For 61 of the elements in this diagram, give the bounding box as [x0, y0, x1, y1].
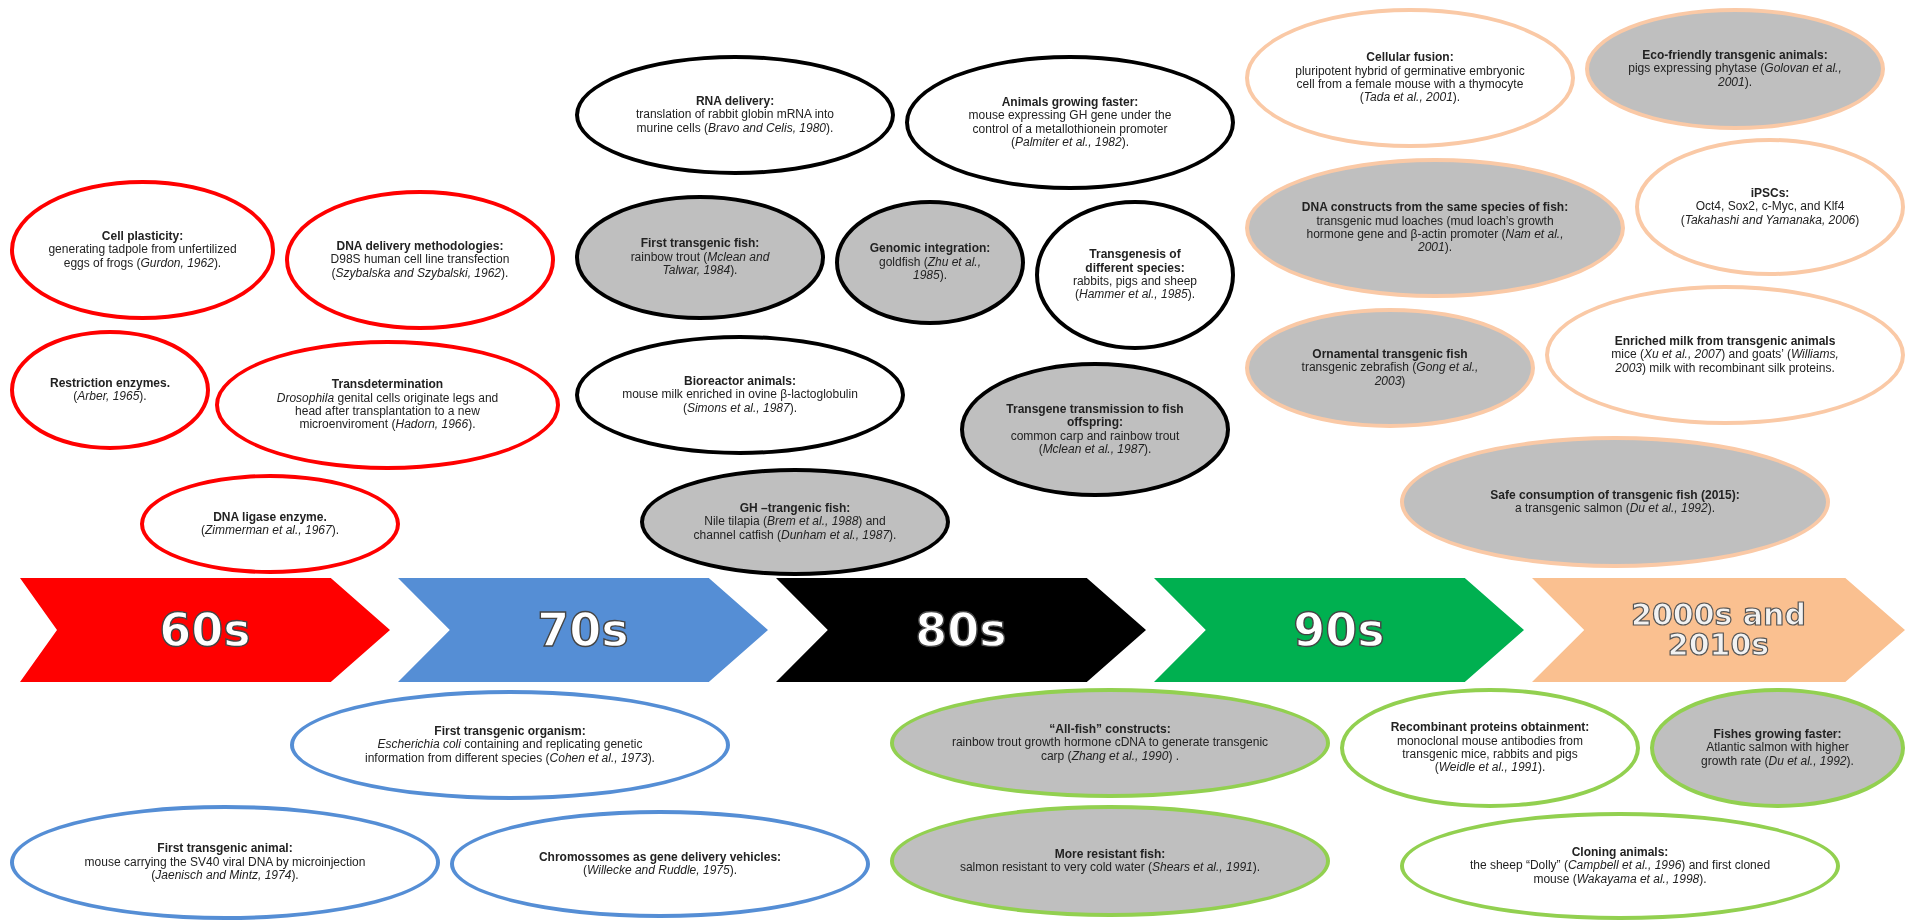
era-label: 2000s and 2010s [1630, 600, 1807, 660]
event-heading: Transgene transmission to fish offspring: [1005, 402, 1185, 430]
event-description: Atlantic salmon with higher growth rate (Du et al., 1992). [1700, 741, 1855, 769]
event-description: rabbits, pigs and sheep (Hammer et al., 1985). [1071, 275, 1199, 302]
event-heading: Safe consumption of transgenic fish (2015): [1490, 488, 1740, 502]
event-description: pluripotent hybrid of germinative embryonic cell from a female mouse with a thymocyte (Tada et al., 2001). [1294, 64, 1526, 105]
event-description: transgenic mud loaches (mud loach’s growth hormone gene and β-actin promoter (Nam et al., 2001). [1305, 214, 1565, 255]
event-heading: Cellular fusion: [1366, 51, 1454, 65]
event-description: goldfish (Zhu et al., 1985). [877, 255, 982, 283]
event-description: Oct4, Sox2, c-Myc, and Klf4 (Takahashi and Yamanaka, 2006) [1679, 200, 1861, 228]
event-heading: Restriction enzymes. [49, 376, 170, 390]
event-description: mouse milk enriched in ovine β-lactoglobulin (Simons et al., 1987). [622, 388, 858, 416]
event-heading: Ornamental transgenic fish [1312, 347, 1468, 362]
event-heading: Recombinant proteins obtainment: [1390, 721, 1590, 735]
event-heading: First transgenic organism: [434, 724, 586, 739]
event-description: Nile tilapia (Brem et al., 1988) and channel catfish (Dunham et al., 1987). [692, 515, 898, 543]
era-label: 70s [537, 607, 629, 653]
event-description: the sheep “Dolly” (Campbell et al., 1996) and first cloned mouse (Wakayama et al., 1998). [1468, 859, 1772, 887]
event-description: rainbow trout (Mclean and Talwar, 1984). [629, 250, 771, 278]
era-label: 80s [915, 607, 1007, 653]
event-description: (Willecke and Ruddle, 1975). [583, 864, 737, 878]
event-description: a transgenic salmon (Du et al., 1992). [1514, 502, 1716, 516]
event-heading: DNA constructs from the same species of fish: [1301, 201, 1569, 215]
event-description: (Arber, 1965). [73, 390, 147, 404]
event-description: D98S human cell line transfection (Szybalska and Szybalski, 1962). [329, 253, 511, 281]
event-description: Drosophila genital cells originate legs and head after transplantation to a new microenviroment (Hadorn, 1966). [275, 391, 500, 432]
event-heading: Enriched milk from transgenic animals [1614, 334, 1836, 349]
event-heading: Transdetermination [331, 378, 444, 392]
event-heading: Transgenesis of different species: [1084, 248, 1186, 275]
event-heading: RNA delivery: [695, 94, 775, 109]
event-heading: DNA ligase enzyme. [213, 510, 327, 524]
event-heading: More resistant fish: [1054, 847, 1166, 861]
event-description: common carp and rainbow trout (Mclean et al., 1987). [1009, 429, 1181, 457]
event-description: pigs expressing phytase (Golovan et al., 2001). [1628, 62, 1842, 90]
event-description: mouse carrying the SV40 viral DNA by microinjection (Jaenisch and Mintz, 1974). [83, 855, 367, 883]
event-heading: Cell plasticity: [101, 229, 184, 244]
era-label: 90s [1293, 607, 1385, 653]
event-heading: DNA delivery methodologies: [336, 239, 504, 254]
event-heading: GH –trangenic fish: [739, 501, 851, 516]
era-label: 60s [159, 607, 251, 653]
event-heading: Animals growing faster: [1001, 95, 1139, 110]
event-description: mouse expressing GH gene under the control of a metallothionein promoter (Palmiter et al., 1982). [967, 109, 1173, 150]
event-heading: Genomic integration: [869, 242, 991, 256]
event-description: monoclonal mouse antibodies from transgenic mice, rabbits and pigs (Weidle et al., 1991). [1395, 734, 1585, 775]
event-heading: First transgenic animal: [157, 842, 293, 856]
event-description: mice (Xu et al., 2007) and goats’ (Williams, 2003) milk with recombinant silk proteins. [1610, 348, 1840, 376]
event-description: transgenic zebrafish (Gong et al., 2003) [1300, 361, 1480, 389]
event-heading: iPSCs: [1750, 186, 1790, 201]
event-description: generating tadpole from unfertilized eggs of frogs (Gurdon, 1962). [48, 243, 237, 271]
event-description: Escherichia coli containing and replicating genetic information from different species (Cohen et al., 1973). [364, 738, 656, 766]
event-description: rainbow trout growth hormone cDNA to generate transgenic carp (Zhang et al., 1990) . [951, 736, 1269, 764]
event-heading: Bioreactor animals: [683, 374, 796, 389]
event-description: salmon resistant to very cold water (Shears et al., 1991). [959, 861, 1261, 875]
event-heading: First transgenic fish: [640, 237, 760, 251]
event-heading: Fishes growing faster: [1713, 727, 1842, 742]
event-heading: Cloning animals: [1571, 845, 1669, 860]
event-description: translation of rabbit globin mRNA into murine cells (Bravo and Celis, 1980). [634, 108, 836, 136]
event-heading: “All-fish” constructs: [1049, 722, 1171, 737]
event-heading: Eco-friendly transgenic animals: [1642, 48, 1828, 63]
event-description: (Zimmerman et al., 1967). [200, 524, 340, 538]
event-heading: Chromossomes as gene delivery vehicles: [538, 850, 782, 864]
